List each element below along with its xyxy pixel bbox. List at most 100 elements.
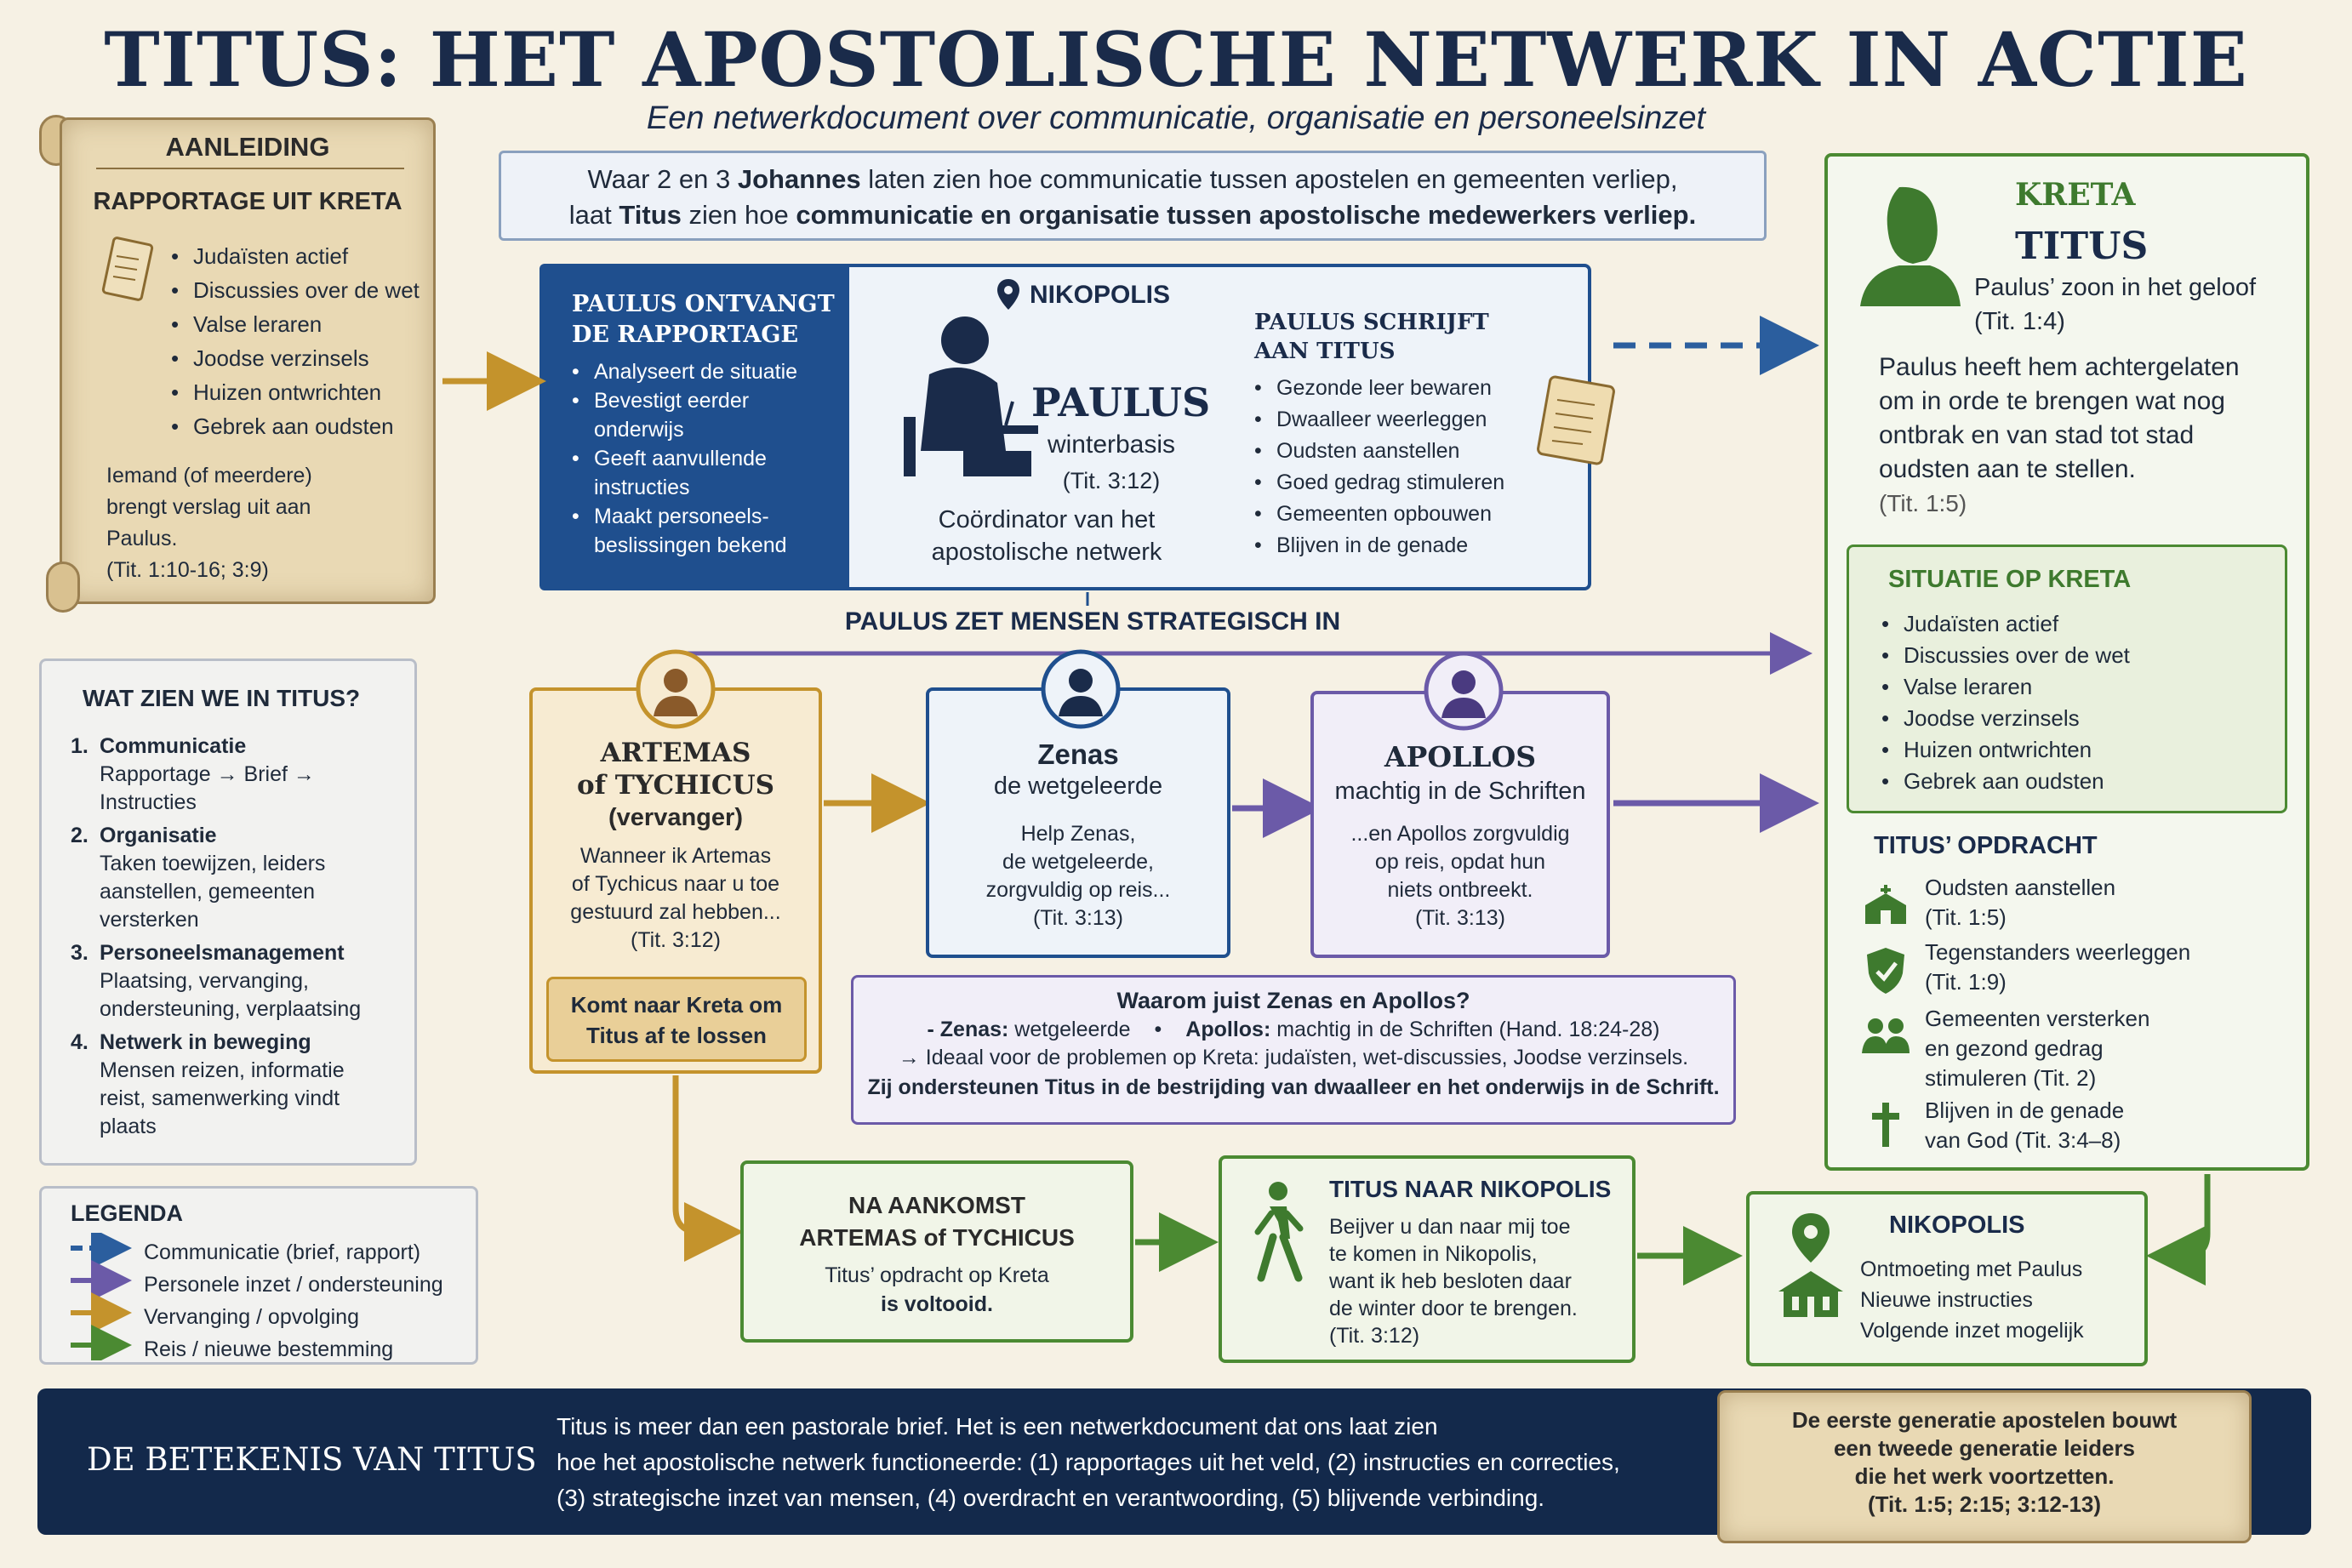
item-line: Oudsten aanstellen [1925,875,2116,900]
role-line: Coördinator van het [938,506,1156,533]
text-line: (Tit. 3:12) [1329,1324,1420,1348]
na-aankomst-box: NA AANKOMST ARTEMAS of TYCHICUS Titus’ o… [740,1160,1133,1343]
quote-ref: (Tit. 1:5; 2:15; 3:12-13) [1867,1491,2102,1517]
text-bold: is voltooid. [881,1292,993,1316]
legend-label: Personele inzet / ondersteuning [144,1273,443,1297]
legend-label: Vervanging / opvolging [144,1305,359,1329]
church-icon [1865,885,1906,924]
heading-line: PAULUS ONTVANGT [572,291,835,317]
list-item: Judaïsten actief [171,239,420,273]
artemas-box: ARTEMAS of TYCHICUS (vervanger) Wanneer … [529,687,822,1074]
item-line: en gezond gedrag [1925,1035,2104,1061]
name-line: of TYCHICUS [576,770,774,801]
item-line: reist, samenwerking vindt [100,1086,340,1110]
aanleiding-scroll: AANLEIDING RAPPORTAGE UIT KRETA Judaïste… [60,117,436,604]
shield-icon [1867,948,1904,994]
opdracht-item: Blijven in de genade van God (Tit. 3:4–8… [1925,1096,2124,1155]
text-line: Volgende inzet mogelijk [1860,1319,2084,1343]
footer-text-b: dat ons laat zien [1257,1413,1438,1440]
footer-line: hoe het apostolische netwerk functioneer… [557,1449,1620,1475]
item-title: Organisatie [100,824,217,847]
list-item: Huizen ontwrichten [171,375,420,409]
location-pin-icon [997,279,1019,310]
item-line: (Tit. 1:5) [1925,904,2007,930]
aanleiding-heading: AANLEIDING [165,132,330,162]
waarom-bold: Apollos: [1185,1018,1271,1041]
apollos-role: machtig in de Schriften [1334,778,1586,805]
item-title: Personeelsmanagement [100,941,345,965]
item-line: Rapportage → Brief → [100,762,315,786]
situatie-heading: SITUATIE OP KRETA [1888,566,2132,593]
action-line: Titus af te lossen [586,1023,767,1048]
intro-line-2: laat Titus zien hoe communicatie en orga… [501,197,1764,233]
kreta-heading: KRETA [2015,177,2136,213]
intro-bold: communicatie en organisatie tussen apost… [796,200,1697,230]
legenda-box: LEGENDA Communicatie (brief, rapport) Pe… [39,1186,478,1365]
nikopolis-box: NIKOPOLIS Ontmoeting met Paulus Nieuwe i… [1746,1191,2148,1366]
titus-naar-heading: TITUS NAAR NIKOPOLIS [1329,1176,1612,1202]
intro-text: laat [568,200,619,230]
aanleiding-subheading: RAPPORTAGE UIT KRETA [93,188,402,215]
quote-line: ...en Apollos zorgvuldig [1350,822,1570,846]
opdracht-heading: TITUS’ OPDRACHT [1874,832,2098,859]
waarom-text: machtig in de Schriften (Hand. 18:24-28) [1270,1018,1660,1041]
zenas-box: Zenas de wetgeleerde Help Zenas, de wetg… [926,687,1230,958]
text-line: Paulus heeft hem achtergelaten [1879,353,2240,381]
wat-zien-box: WAT ZIEN WE IN TITUS? 1. Communicatie Ra… [39,659,417,1166]
heading-line: NA AANKOMST [848,1192,1025,1218]
quote-line: een tweede generatie leiders [1833,1435,2136,1461]
item-number: 4. [71,1030,88,1054]
list-item: Joodse verzinsels [1881,703,2130,734]
paulus-ontvangt-list: Analyseert de situatie Bevestigt eerdero… [572,357,849,560]
location-building-icon [1778,1213,1843,1317]
paulus-writing-icon [904,316,1038,476]
apollos-name: APOLLOS [1384,740,1537,773]
text-line: te komen in Nikopolis, [1329,1242,1538,1266]
quote-line: Help Zenas, [1020,822,1136,846]
text-line: ontbrak en van stad tot stad [1879,421,2195,449]
note-line: brengt verslag uit aan [106,495,311,519]
na-aankomst-heading: NA AANKOMST ARTEMAS of TYCHICUS [744,1189,1130,1254]
quote-line: gestuurd zal hebben... [570,900,781,924]
quote-line: zorgvuldig op reis... [985,878,1171,902]
list-item: Discussies over de wet [1881,640,2130,671]
heading-line: PAULUS SCHRIJFT [1254,310,1489,335]
divider [96,168,404,169]
text-line: oudsten aan te stellen. [1879,455,2136,483]
zenas-quote: Help Zenas, de wetgeleerde, zorgvuldig o… [929,820,1227,932]
intro-line-1: Waar 2 en 3 Johannes laten zien hoe comm… [501,162,1764,197]
list-item: Oudsten aanstellen [1254,436,1504,467]
artemas-action: Komt naar Kreta om Titus af te lossen [546,977,807,1062]
page-title: TITUS: HET APOSTOLISCHE NETWERK IN ACTIE [104,15,2248,104]
scroll-roll-bottom [46,562,80,613]
kreta-box: KRETA TITUS Paulus’ zoon in het geloof (… [1824,153,2309,1171]
quote-line: of Tychicus naar u toe [571,872,780,896]
item-line: Mensen reizen, informatie [100,1058,345,1082]
artemas-role: (vervanger) [608,804,743,831]
item-line: stimuleren (Tit. 2) [1925,1065,2097,1091]
list-item: Judaïsten actief [1881,608,2130,640]
legenda-labels: Communicatie (brief, rapport) Personele … [144,1236,443,1366]
list-item: Gemeenten opbouwen [1254,499,1504,530]
na-aankomst-text: Titus’ opdracht op Kreta is voltooid. [744,1261,1130,1319]
item-line: instructies [594,476,690,499]
item-line: Maakt personeels- [594,505,769,528]
heading-line: DE RAPPORTAGE [572,322,799,348]
aanleiding-note: Iemand (of meerdere) brengt verslag uit … [106,460,312,586]
intro-text: laten zien hoe communicatie tussen apost… [860,164,1678,194]
legenda-heading: LEGENDA [71,1200,184,1226]
quote-line: (Tit. 3:13) [1032,906,1124,930]
titus-naar-text: Beijver u dan naar mij toe te komen in N… [1329,1213,1578,1349]
list-item: Valse leraren [1881,671,2130,703]
titus-desc: Paulus’ zoon in het geloof (Tit. 1:4) [1974,271,2256,339]
item-line: plaats [100,1115,157,1138]
walking-person-icon [1254,1182,1304,1282]
item-line: (Tit. 1:9) [1925,969,2007,995]
item-line: beslissingen bekend [594,533,787,557]
zenas-role: de wetgeleerde [993,773,1163,800]
zenas-name: Zenas [1037,738,1119,770]
item-line: Taken toewijzen, leiders [100,852,326,875]
legend-label: Communicatie (brief, rapport) [144,1240,421,1264]
